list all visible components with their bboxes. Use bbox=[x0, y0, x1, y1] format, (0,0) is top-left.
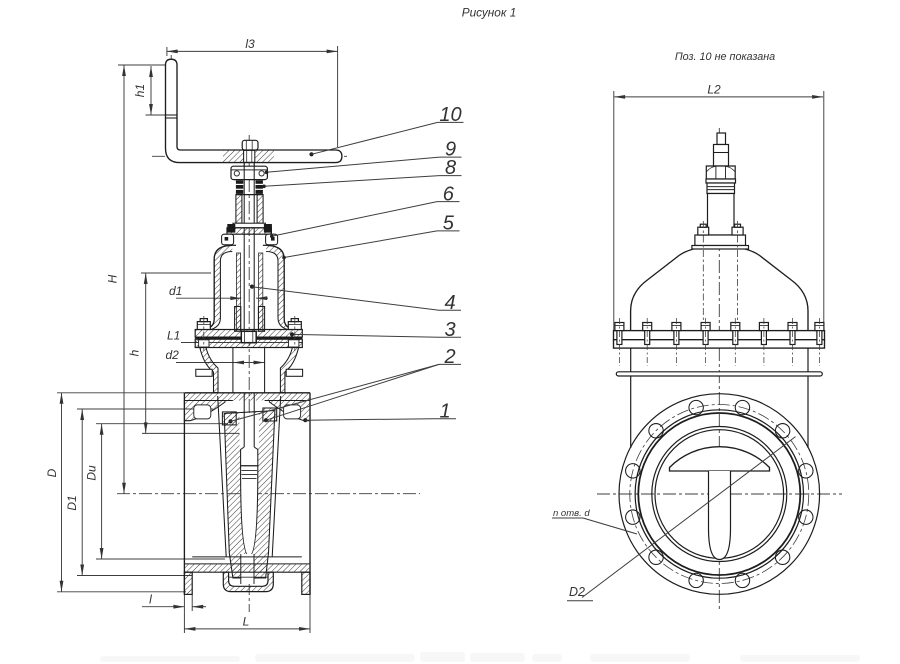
svg-text:n отв. d: n отв. d bbox=[553, 508, 590, 519]
svg-text:d2: d2 bbox=[166, 348, 180, 362]
svg-text:Поз. 10 не показана: Поз. 10 не показана bbox=[675, 51, 775, 63]
svg-text:10: 10 bbox=[439, 104, 461, 126]
svg-text:L: L bbox=[243, 615, 250, 629]
svg-text:D1: D1 bbox=[65, 495, 79, 510]
svg-text:l3: l3 bbox=[245, 37, 255, 51]
svg-text:4: 4 bbox=[444, 292, 455, 314]
svg-text:L1: L1 bbox=[167, 329, 180, 343]
svg-text:3: 3 bbox=[444, 319, 455, 341]
svg-text:5: 5 bbox=[443, 213, 455, 235]
svg-text:1: 1 bbox=[439, 400, 450, 422]
svg-text:d1: d1 bbox=[169, 284, 182, 298]
svg-text:D2: D2 bbox=[569, 585, 585, 599]
svg-text:Du: Du bbox=[85, 465, 99, 481]
svg-text:9: 9 bbox=[445, 138, 456, 160]
svg-text:2: 2 bbox=[443, 346, 455, 368]
svg-text:l: l bbox=[149, 593, 152, 607]
svg-text:6: 6 bbox=[443, 183, 455, 205]
svg-text:h1: h1 bbox=[133, 84, 147, 97]
svg-text:D: D bbox=[45, 468, 59, 477]
svg-text:H: H bbox=[106, 274, 120, 283]
svg-text:8: 8 bbox=[445, 157, 456, 179]
svg-text:h: h bbox=[128, 349, 142, 356]
svg-text:L2: L2 bbox=[707, 83, 721, 97]
svg-text:Рисунок 1: Рисунок 1 bbox=[462, 6, 517, 20]
